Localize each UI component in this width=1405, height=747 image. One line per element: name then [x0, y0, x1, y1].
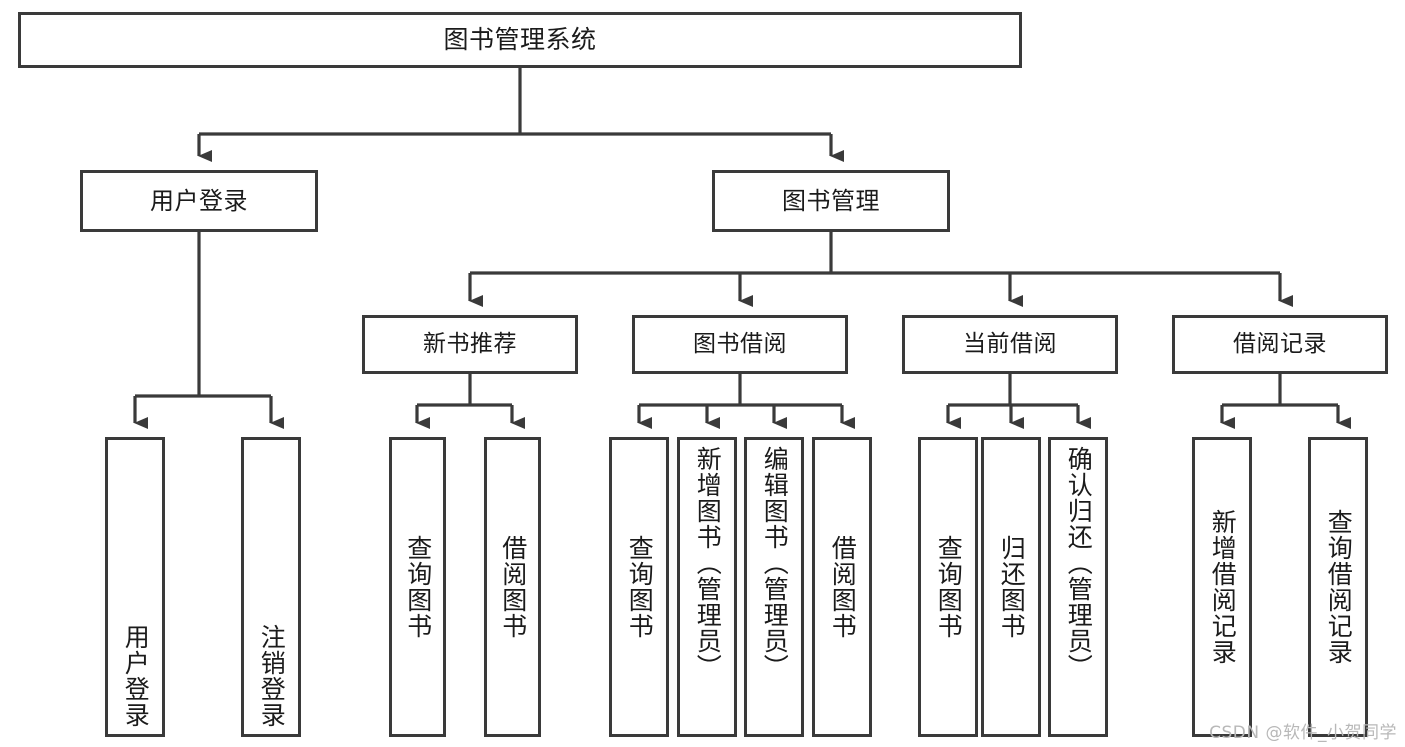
- node-label: 新书推荐: [423, 330, 517, 357]
- node-user-login[interactable]: 用户登录: [80, 170, 318, 232]
- node-label: 注销登录: [257, 624, 287, 728]
- node-label: 查询图书: [934, 535, 964, 639]
- node-label: 图书借阅: [693, 330, 787, 357]
- leaf-add-book-admin[interactable]: 新增图书（管理员）: [677, 437, 737, 737]
- node-root-system[interactable]: 图书管理系统: [18, 12, 1022, 68]
- node-label: 新增图书（管理员）: [693, 446, 723, 680]
- node-label: 查询借阅记录: [1324, 509, 1354, 665]
- leaf-confirm-return-admin[interactable]: 确认归还（管理员）: [1048, 437, 1108, 737]
- node-label: 新增借阅记录: [1208, 509, 1238, 665]
- leaf-logout-login[interactable]: 注销登录: [241, 437, 301, 737]
- node-label: 查询图书: [403, 535, 433, 639]
- node-label: 归还图书: [997, 535, 1027, 639]
- node-label: 当前借阅: [963, 330, 1057, 357]
- leaf-query-borrow-record[interactable]: 查询借阅记录: [1308, 437, 1368, 737]
- node-label: 借阅记录: [1233, 330, 1327, 357]
- node-new-book-recommend[interactable]: 新书推荐: [362, 315, 578, 374]
- node-label: 用户登录: [121, 624, 151, 728]
- node-label: 图书管理系统: [443, 25, 597, 55]
- node-label: 确认归还（管理员）: [1064, 446, 1094, 680]
- leaf-user-login[interactable]: 用户登录: [105, 437, 165, 737]
- node-label: 图书管理: [782, 186, 880, 215]
- node-label: 借阅图书: [498, 535, 528, 639]
- leaf-query-book-borrow[interactable]: 查询图书: [609, 437, 669, 737]
- leaf-borrow-book[interactable]: 借阅图书: [812, 437, 872, 737]
- leaf-add-borrow-record[interactable]: 新增借阅记录: [1192, 437, 1252, 737]
- node-book-borrow[interactable]: 图书借阅: [632, 315, 848, 374]
- leaf-query-book-new[interactable]: 查询图书: [389, 437, 446, 737]
- node-borrow-record[interactable]: 借阅记录: [1172, 315, 1388, 374]
- leaf-return-book[interactable]: 归还图书: [981, 437, 1041, 737]
- csdn-watermark: CSDN @软件_小贺同学: [1209, 723, 1397, 743]
- node-label: 编辑图书（管理员）: [760, 446, 790, 680]
- node-label: 用户登录: [150, 186, 248, 215]
- leaf-query-book-current[interactable]: 查询图书: [918, 437, 978, 737]
- leaf-edit-book-admin[interactable]: 编辑图书（管理员）: [744, 437, 804, 737]
- node-current-borrow[interactable]: 当前借阅: [902, 315, 1118, 374]
- leaf-borrow-book-new[interactable]: 借阅图书: [484, 437, 541, 737]
- node-label: 查询图书: [625, 535, 655, 639]
- node-label: 借阅图书: [828, 535, 858, 639]
- node-book-management[interactable]: 图书管理: [712, 170, 950, 232]
